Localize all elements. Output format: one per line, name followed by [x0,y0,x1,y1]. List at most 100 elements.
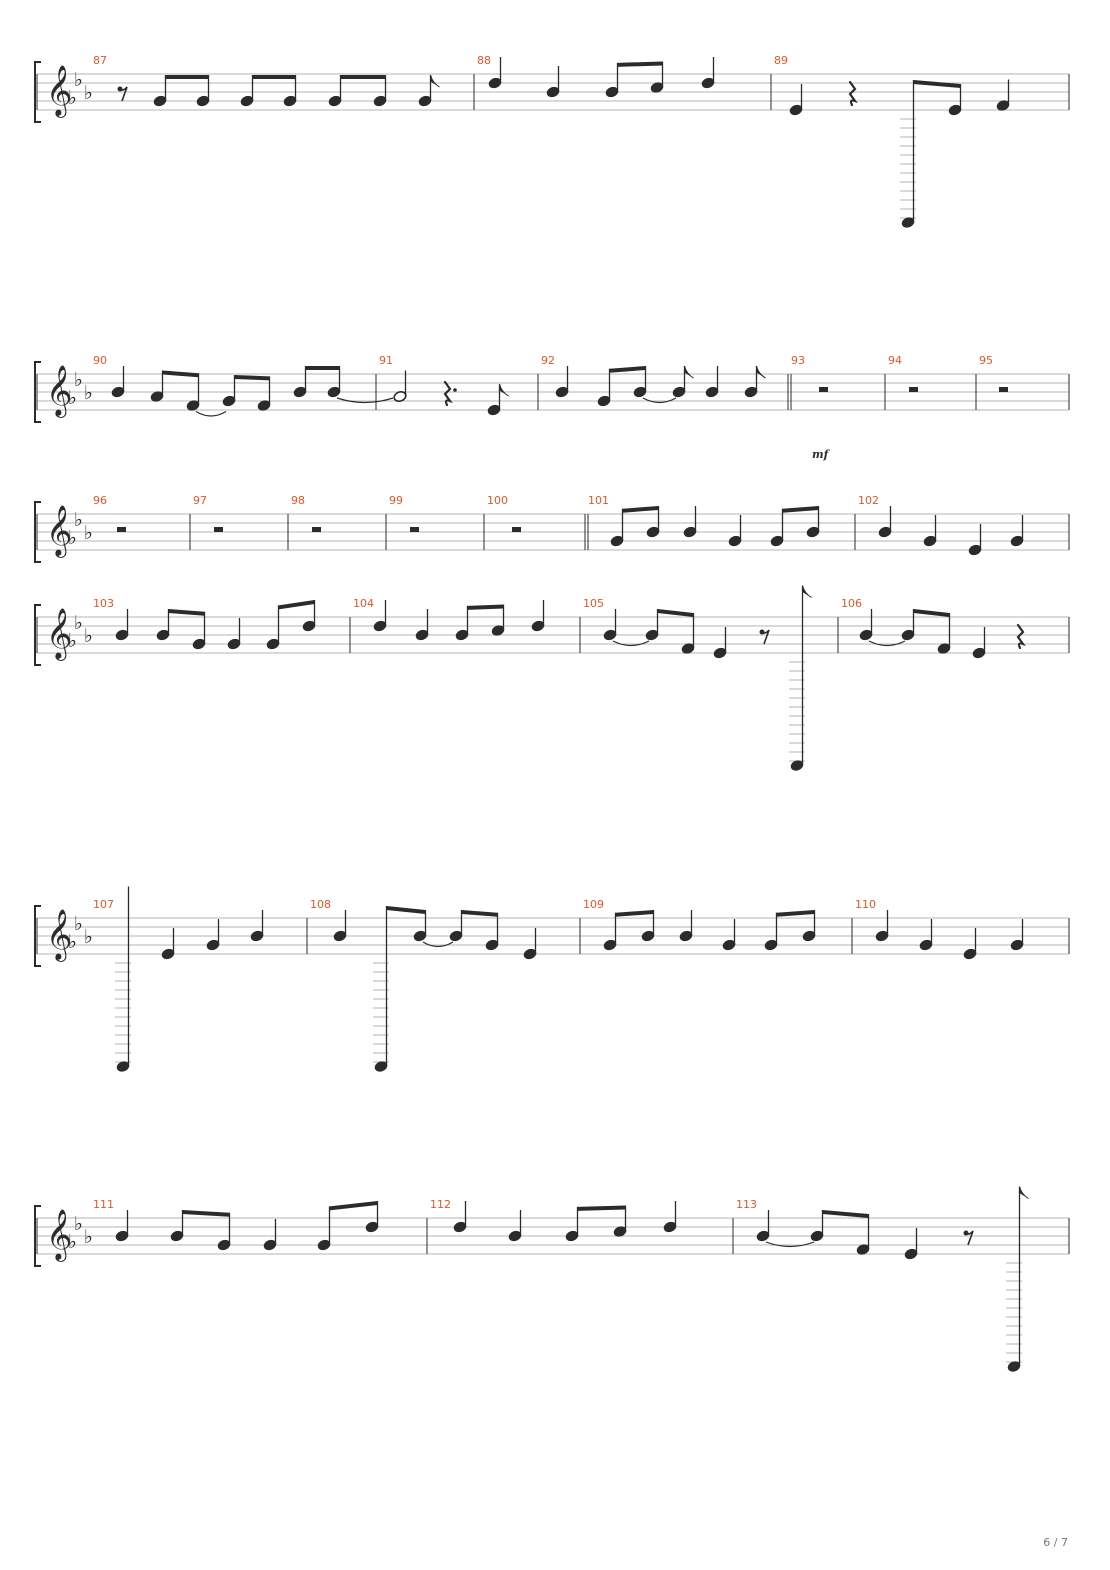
beam [252,75,296,79]
beam [234,375,270,381]
eighth-rest [119,86,128,102]
measure: 91 [379,354,539,416]
measure: 106 [841,597,1070,659]
rest-dot [453,388,457,392]
measure-number: 106 [841,597,862,610]
flat-accidental: ♭ [74,612,83,634]
measure: 90 [93,354,394,417]
measure-number: 97 [193,494,207,507]
beam [165,75,209,79]
tie [195,410,227,417]
measure: 107 [93,886,308,1072]
measure-number: 100 [487,494,508,507]
beam [305,366,340,370]
flat-accidental: ♭ [84,522,93,544]
measure: 95 [979,354,1070,410]
beam [913,80,961,88]
measure: 105 [583,585,839,771]
measure-number: 87 [93,54,107,67]
beam [776,910,815,917]
beam [467,604,504,610]
beam [622,506,659,513]
measure-number: 92 [541,354,555,367]
dynamic-marking: mf [812,448,831,461]
quarter-rest [848,80,858,107]
quarter-rest [1016,623,1026,650]
flat-accidental: ♭ [84,382,93,404]
measure: 100 [487,494,586,550]
measure-number: 105 [583,597,604,610]
measure: 98 [291,494,387,550]
flat-accidental: ♭ [74,369,83,391]
treble-clef: 𝄞 [46,505,72,558]
beam [168,609,205,616]
staff-system: 𝄞♭♭♭ [34,501,1069,563]
flat-accidental: ♭ [68,1231,77,1253]
beam [577,1205,626,1211]
system-bracket [34,604,41,666]
measure: 96 [93,494,191,550]
measure-number: 112 [430,1198,451,1211]
treble-clef: 𝄞 [46,909,72,962]
eighth-flag [499,383,509,397]
tie [422,941,454,948]
measure: 102 [858,494,1070,556]
eighth-rest [965,1230,974,1246]
measure: 112 [430,1198,734,1254]
tie [612,640,650,647]
measure-number: 88 [477,54,491,67]
half-rest [999,387,1008,392]
staff-system: 𝄞♭♭♭ [34,905,1069,967]
measure-number: 98 [291,494,305,507]
system-bracket [34,1205,41,1267]
staff-system: 𝄞♭♭♭ [34,1205,1069,1267]
beam [822,1210,869,1219]
staff-system: 𝄞♭♭♭ [34,604,1069,666]
measure: 103 [93,597,351,653]
tie [642,397,677,404]
measure: 109 [583,898,853,954]
quarter-rest [443,380,453,407]
measure: 94 [888,354,977,410]
measure-number: 111 [93,1198,114,1211]
measure: 101 [587,494,856,550]
flat-accidental: ♭ [68,387,77,409]
measure: 87 [93,54,475,110]
half-rest [512,527,521,532]
measure-number: 103 [93,597,114,610]
measure: 88 [477,54,772,110]
measure-number: 95 [979,354,993,367]
beam [278,600,315,610]
eighth-flag [684,365,694,379]
beam [609,366,646,373]
beam [182,1210,230,1217]
half-rest [117,527,126,532]
eighth-rest [761,629,770,645]
measure-number: 102 [858,494,879,507]
measure-number: 99 [389,494,403,507]
tie [765,1241,815,1248]
beam [615,910,654,917]
measure: 97 [193,494,289,550]
beam [340,75,386,79]
measure-number: 90 [93,354,107,367]
measure: 113 [736,1186,1070,1372]
eighth-flag [802,585,812,598]
beam [782,506,819,513]
half-rest [214,527,223,532]
system-bracket [34,61,41,123]
system-bracket [34,361,41,423]
measure: 111 [93,1198,428,1254]
measure: 92 [541,354,789,410]
treble-clef: 𝄞 [46,65,72,118]
system-bracket [34,501,41,563]
half-rest [312,527,321,532]
beam [657,609,694,618]
beam [162,370,199,378]
flat-accidental: ♭ [84,926,93,948]
measure-number: 108 [310,898,331,911]
measure-number: 107 [93,898,114,911]
half-rest [909,387,918,392]
half-rest [410,527,419,532]
